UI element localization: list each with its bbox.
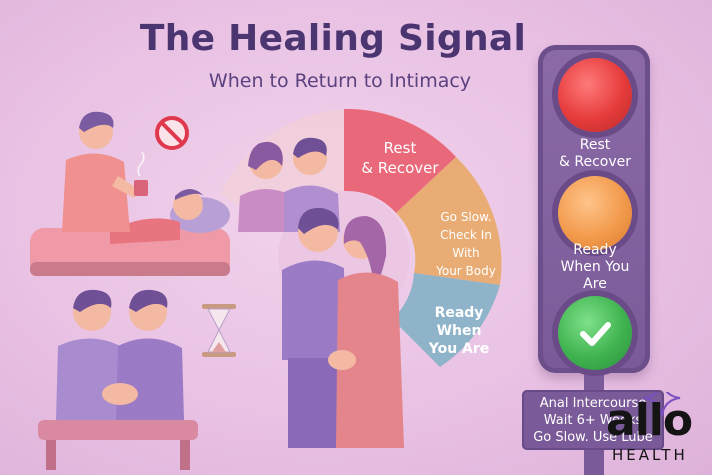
traffic-label-ready: Ready When You Are bbox=[540, 242, 650, 293]
brand-logo: allo bbox=[606, 395, 693, 446]
bench bbox=[38, 420, 198, 440]
sparkle-icon bbox=[643, 392, 681, 417]
traffic-ready-line2: When You bbox=[560, 259, 630, 275]
wheel-slow-line3: With bbox=[452, 246, 480, 260]
couple-back-man-hair bbox=[293, 137, 327, 158]
page-subtitle: When to Return to Intimacy bbox=[208, 70, 472, 92]
wheel-slow-line2: Check In bbox=[440, 228, 492, 242]
seated-hands bbox=[102, 383, 138, 405]
wheel-segment-rest bbox=[344, 108, 456, 213]
traffic-ready-line1: Ready bbox=[573, 242, 617, 258]
wheel-label-go-slow: Go Slow. Check In With Your Body bbox=[420, 208, 512, 280]
checkmark-icon bbox=[558, 296, 632, 370]
traffic-light-amber bbox=[558, 176, 632, 250]
resting-hair bbox=[175, 189, 204, 200]
info-sign bbox=[522, 390, 664, 450]
wheel-label-rest: Rest & Recover bbox=[346, 138, 454, 178]
wheel-ready-line3: You Are bbox=[428, 341, 490, 357]
traffic-rest-line1: Rest bbox=[579, 137, 611, 153]
traffic-label-rest: Rest & Recover bbox=[540, 137, 650, 171]
scene-rest bbox=[30, 111, 230, 276]
couple-back-woman-hair bbox=[248, 141, 283, 170]
embrace-man-hair bbox=[298, 207, 339, 234]
wheel-segment-go-slow bbox=[396, 157, 502, 285]
bed-frame bbox=[30, 262, 230, 276]
sign-line-3: Go Slow. Use Lube bbox=[533, 430, 653, 445]
seated-right-hair bbox=[129, 289, 168, 312]
wheel-slow-line1: Go Slow. bbox=[440, 210, 492, 224]
wheel-ready-line1: Ready bbox=[434, 305, 484, 321]
page-title: The Healing Signal bbox=[139, 18, 527, 59]
sign-line-1: Anal Intercourse bbox=[539, 396, 647, 411]
mug-steam bbox=[137, 151, 145, 177]
traffic-light-red bbox=[558, 58, 632, 132]
scene-seated bbox=[38, 289, 198, 470]
embrace-hands bbox=[328, 350, 356, 370]
traffic-ready-line3: Are bbox=[583, 276, 607, 292]
embrace-woman-body bbox=[336, 272, 404, 448]
traffic-rest-line2: & Recover bbox=[559, 154, 631, 170]
bench-leg-right bbox=[180, 440, 190, 470]
bench-leg-left bbox=[46, 440, 56, 470]
hourglass-icon bbox=[202, 304, 236, 357]
sign-line-2: Wait 6+ Weeks bbox=[543, 413, 643, 428]
embrace-man-legs bbox=[288, 358, 340, 448]
seated-left-body bbox=[56, 338, 126, 420]
scene-embrace bbox=[282, 207, 404, 448]
traffic-light-green bbox=[558, 296, 632, 370]
wheel-ready-line2: When bbox=[436, 323, 482, 339]
wheel-rest-line1: Rest bbox=[383, 139, 417, 157]
couple-back-woman-body bbox=[238, 189, 294, 232]
seated-left-hair bbox=[73, 289, 112, 312]
wheel-label-ready: Ready When You Are bbox=[418, 304, 500, 358]
wheel-rest-line2: & Recover bbox=[361, 159, 439, 177]
brand-logo-sub: HEALTH bbox=[612, 446, 688, 464]
no-entry-icon bbox=[155, 116, 189, 150]
wheel-segment-ready bbox=[392, 273, 500, 367]
seated-right-body bbox=[116, 338, 184, 420]
wheel-slow-line4: Your Body bbox=[436, 264, 496, 278]
caregiver-body bbox=[62, 153, 130, 232]
embrace-man-body bbox=[282, 260, 346, 360]
embrace-woman-hair bbox=[343, 216, 387, 290]
caregiver-hair bbox=[79, 111, 114, 132]
caregiver-arm bbox=[112, 176, 140, 198]
coffee-mug-icon bbox=[134, 180, 148, 196]
